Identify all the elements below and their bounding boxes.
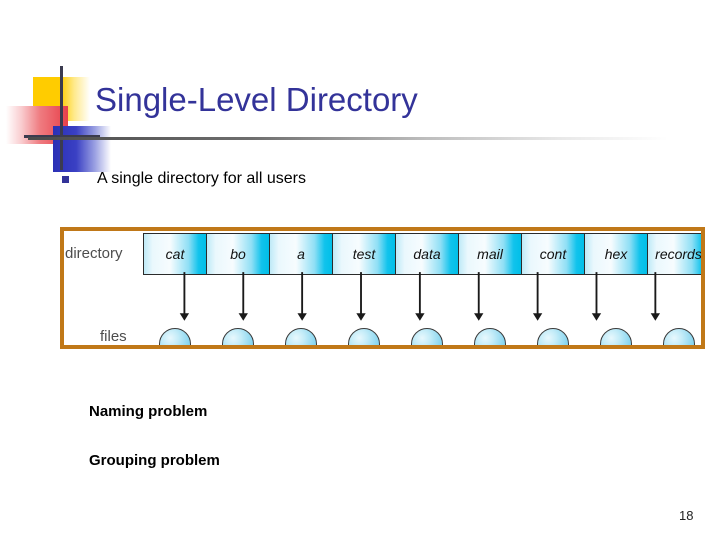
directory-entry-hex: hex (584, 233, 647, 275)
arrow-head (532, 313, 543, 321)
directory-entry-label: cont (539, 246, 567, 262)
directory-entry-label: data (413, 246, 441, 262)
directory-entry-row: cat bo a test data mail cont hex records (143, 233, 702, 275)
directory-entry-label: cat (165, 246, 185, 262)
arrow-head (356, 313, 366, 321)
square-bullet-icon (62, 175, 69, 183)
directory-entry-data: data (395, 233, 458, 275)
file-node (284, 328, 317, 345)
title-divider (28, 137, 668, 140)
file-node (536, 328, 569, 345)
arrow-head (179, 313, 190, 321)
directory-entry-label: mail (477, 246, 503, 262)
file-node (473, 328, 506, 345)
directory-entry-label: test (352, 246, 376, 262)
directory-entry-label: hex (604, 246, 628, 262)
note-grouping-problem: Grouping problem (89, 452, 220, 469)
arrow-head (591, 313, 602, 321)
directory-entry-label: a (297, 246, 305, 262)
single-level-directory-diagram: directory files cat bo a test data mail cont he… (60, 227, 705, 349)
directory-entry-bo: bo (206, 233, 269, 275)
directory-entry-label: bo (230, 246, 246, 262)
directory-entry-a: a (269, 233, 332, 275)
file-node (158, 328, 191, 345)
page-number: 18 (679, 508, 694, 523)
decorative-logo (0, 66, 111, 172)
arrow-head (415, 313, 425, 321)
arrow-head (474, 313, 484, 321)
directory-entry-mail: mail (458, 233, 521, 275)
page-title: Single-Level Directory (95, 81, 418, 118)
directory-entry-cont: cont (521, 233, 584, 275)
directory-entry-cat: cat (143, 233, 206, 275)
arrow-head (238, 313, 248, 321)
file-node (662, 328, 695, 345)
file-node (599, 328, 632, 345)
directory-entry-label: records (655, 246, 702, 262)
diagram-label-files: files (100, 328, 127, 345)
bullet-item-label: A single directory for all users (97, 170, 306, 187)
file-node (347, 328, 380, 345)
note-naming-problem: Naming problem (89, 403, 208, 420)
directory-entry-records: records (647, 233, 702, 275)
directory-entry-test: test (332, 233, 395, 275)
diagram-label-directory: directory (65, 245, 123, 262)
arrow-head (650, 313, 661, 321)
bullet-item: A single directory for all users (62, 170, 306, 188)
file-node (221, 328, 254, 345)
arrow-head (297, 313, 307, 321)
logo-horizontal-line (24, 135, 100, 138)
file-node (410, 328, 443, 345)
logo-vertical-line (60, 66, 63, 170)
